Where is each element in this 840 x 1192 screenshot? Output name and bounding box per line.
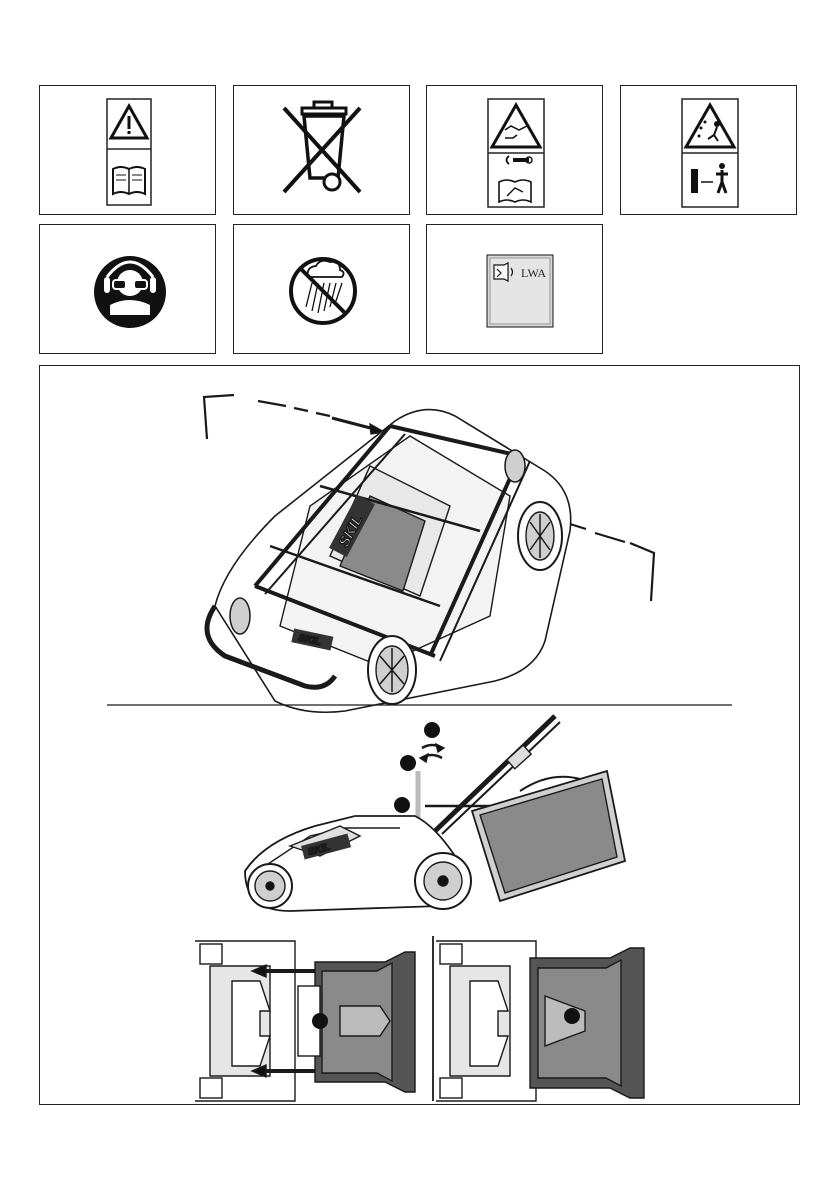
grass-box-attach-icon [195,936,644,1101]
symbol-eye-ear-protection [39,224,216,354]
thrown-objects-keep-distance-icon [621,86,798,216]
wheel-rear-icon [518,502,562,570]
assembly-illustration-panel: SKIL SKIL [39,365,800,1105]
symbol-warning-read-manual [39,85,216,215]
crossed-out-wheelie-bin-icon [234,86,411,216]
sound-power-level-icon: LWA [427,225,604,355]
warning-read-manual-icon [40,86,217,216]
symbol-sound-power: LWA [426,224,603,354]
lawnmower-handle-assembly-icon: SKIL SKIL [204,395,654,712]
wear-eye-ear-protection-icon [40,225,217,355]
step-marker-a [312,1013,328,1029]
wheel-front-icon [368,636,416,704]
symbol-weee-disposal [233,85,410,215]
symbol-no-rain [233,224,410,354]
do-not-use-in-rain-icon [234,225,411,355]
hex-key-left-icon [204,395,234,439]
step-marker-2 [400,755,416,771]
hex-key-right-icon [630,543,654,601]
step-marker-b [564,1008,580,1024]
symbol-blade-warning [426,85,603,215]
step-marker-3 [394,797,410,813]
symbol-thrown-objects [620,85,797,215]
blade-warning-remove-key-icon [427,86,604,216]
step-marker-1 [424,722,440,738]
handle-folding-steps-icon: SKIL [245,716,625,911]
lwa-label: LWA [521,266,546,280]
